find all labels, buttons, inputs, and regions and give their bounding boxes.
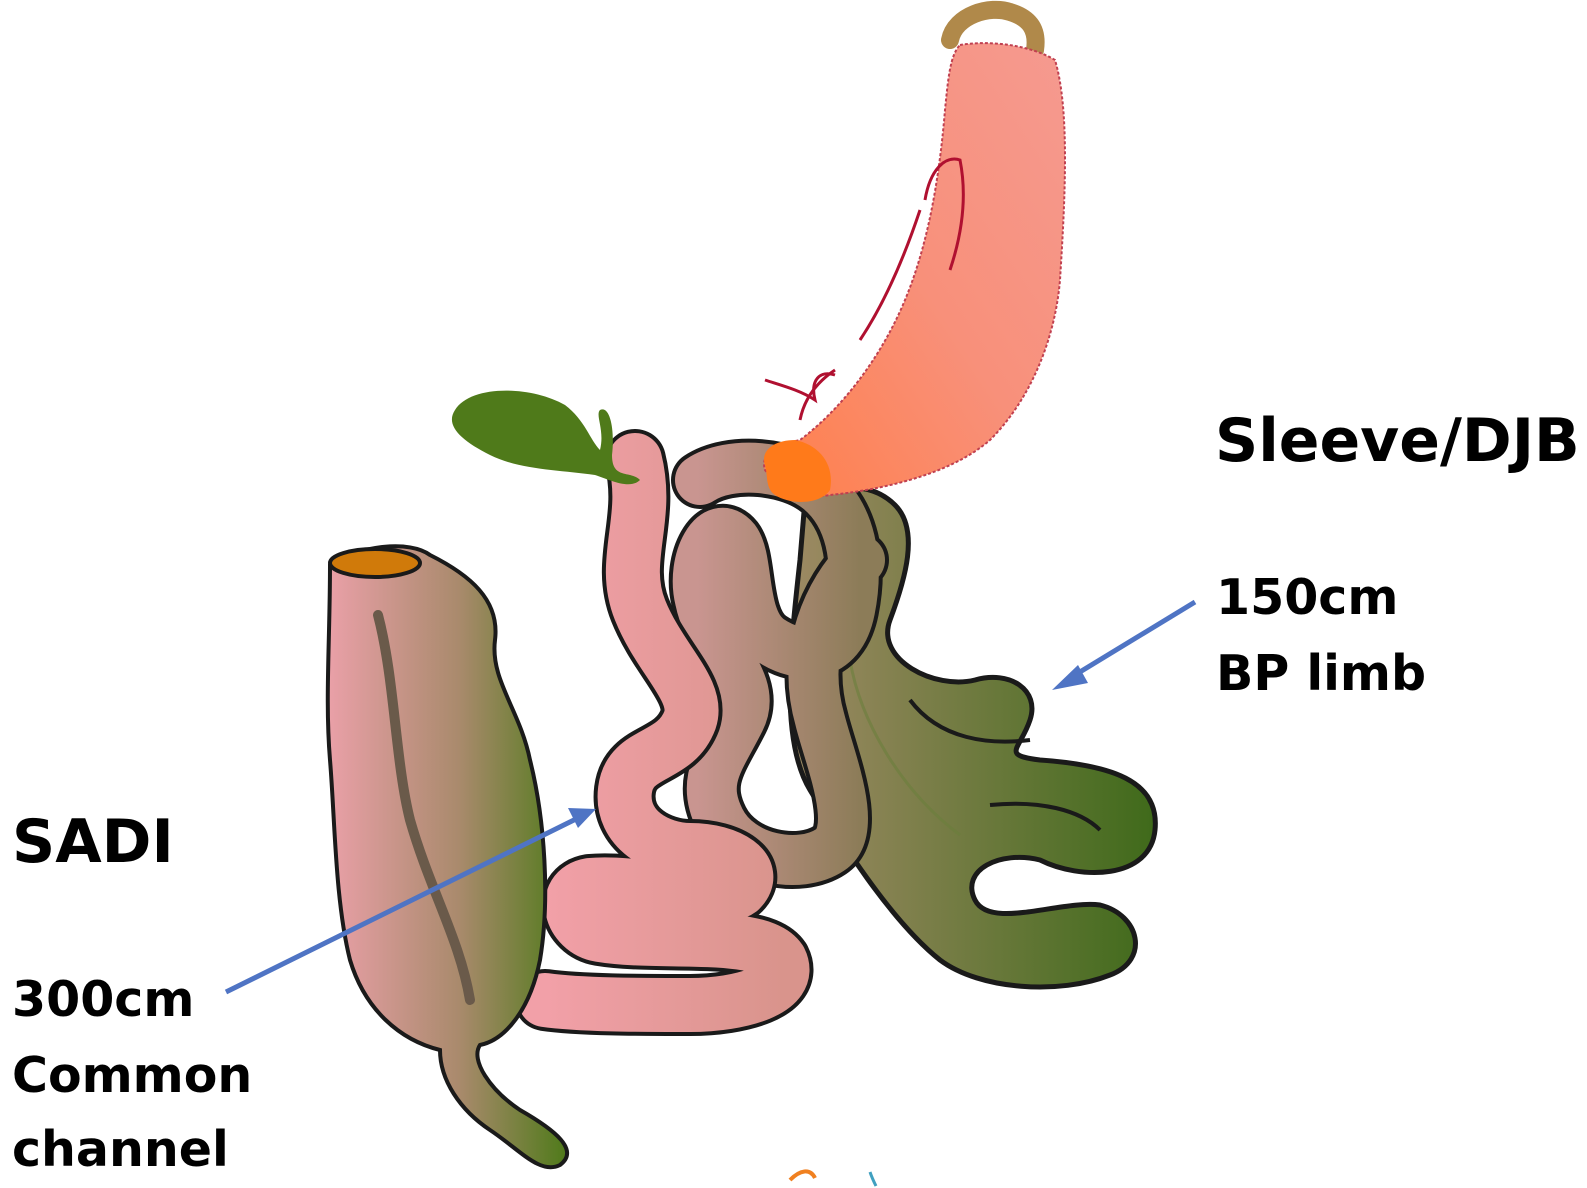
common-length-label: 300cm [12,962,194,1038]
alimentary-limb [698,468,860,860]
bp-limb-label: BP limb [1216,636,1426,712]
stomach-illustration [764,10,1065,502]
common-channel-line1: Common [12,1038,252,1114]
arrow-icon [1052,602,1195,690]
sleeve-djb-label: Sleeve/DJB [1215,405,1580,477]
cecum-illustration [328,546,567,1167]
bp-length-label: 150cm [1216,560,1398,636]
common-channel-line2: channel [12,1112,229,1188]
gallbladder-illustration [452,391,640,485]
bottom-mark [790,1171,876,1186]
sadi-label: SADI [12,806,174,878]
